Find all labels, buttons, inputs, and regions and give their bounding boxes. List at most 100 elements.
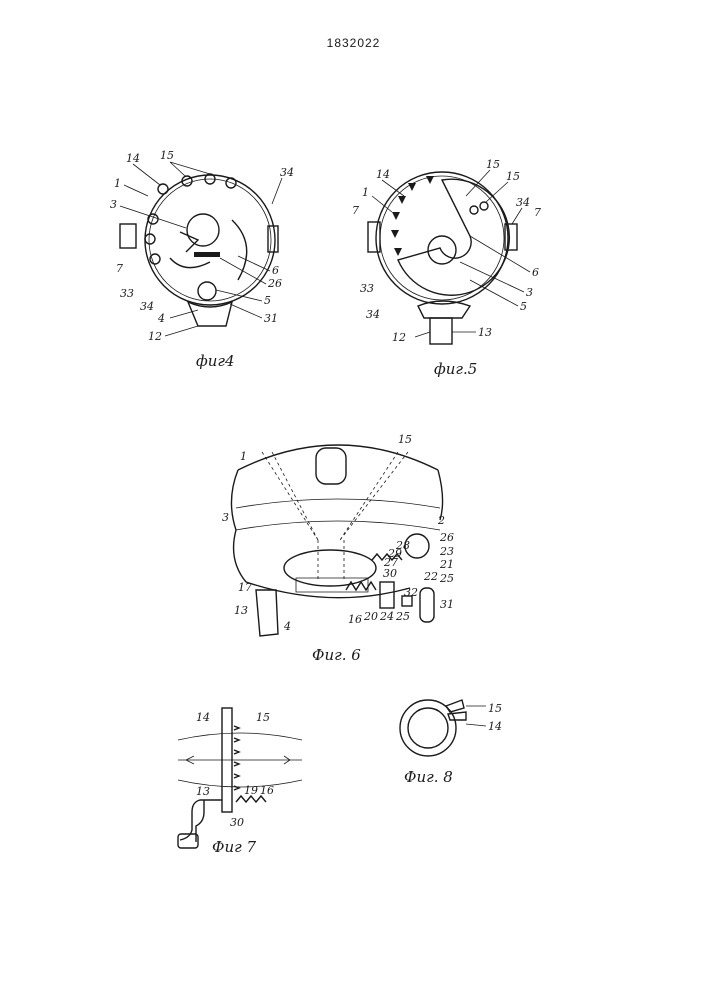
fig6-pipe bbox=[256, 590, 278, 636]
fig4-rotor-blade bbox=[232, 220, 247, 280]
fig4-label: 15 bbox=[160, 149, 174, 162]
fig5-leader bbox=[470, 280, 518, 306]
figure-6: 15 1 3 2 26 23 21 29 28 27 30 22 25 17 1… bbox=[222, 433, 454, 664]
fig7-flow-lines bbox=[178, 733, 302, 787]
fig6-label: 1 bbox=[240, 450, 247, 463]
fig7-nozzles bbox=[234, 726, 239, 790]
fig4-lower-blade bbox=[170, 258, 210, 268]
fig5-pipe bbox=[430, 318, 452, 344]
fig8-caption: Фиг. 8 bbox=[404, 768, 453, 786]
fig6-label: 30 bbox=[383, 567, 397, 580]
fig6-caption: Фиг. 6 bbox=[312, 646, 361, 664]
fig5-nozzle bbox=[470, 206, 478, 214]
fig8-ring-inner bbox=[408, 708, 448, 748]
fig4-leader bbox=[220, 258, 266, 284]
fig6-label: 15 bbox=[398, 433, 412, 446]
fig5-label: 7 bbox=[534, 206, 541, 219]
fig5-label: 14 bbox=[376, 168, 390, 181]
fig7-caption: Фиг 7 bbox=[212, 838, 256, 856]
figure-5: 15 15 14 1 34 7 7 33 34 6 3 5 12 13 фиг.… bbox=[352, 158, 541, 378]
fig6-label: 24 bbox=[379, 610, 394, 623]
fig5-side-clamp-left bbox=[368, 222, 380, 252]
fig4-leader bbox=[165, 326, 198, 336]
fig5-label: 6 bbox=[532, 266, 539, 279]
fig4-leader bbox=[272, 178, 282, 204]
fig4-central-hub bbox=[187, 214, 219, 246]
fig6-label: 22 bbox=[423, 570, 438, 583]
fig6-label: 3 bbox=[222, 511, 229, 524]
fig6-guide bbox=[318, 540, 344, 580]
fig4-leader bbox=[133, 164, 160, 185]
figure-7: 14 15 13 19 16 30 Фиг 7 bbox=[178, 708, 302, 856]
fig5-leader bbox=[460, 262, 524, 292]
fig4-label: 1 bbox=[114, 177, 121, 190]
fig4-label: 34 bbox=[280, 166, 294, 179]
fig5-caption: фиг.5 bbox=[434, 360, 477, 378]
fig6-label: 17 bbox=[238, 581, 252, 594]
fig5-label: 34 bbox=[516, 196, 530, 209]
fig5-label: 5 bbox=[520, 300, 527, 313]
figure-4: 15 14 34 1 3 7 33 34 6 26 5 31 4 12 фиг4 bbox=[110, 149, 294, 370]
fig8-nozzle-pair bbox=[446, 700, 466, 720]
fig6-lever bbox=[380, 582, 394, 608]
fig4-lever-roller bbox=[198, 282, 216, 300]
fig7-label: 19 bbox=[244, 784, 258, 797]
fig5-leader bbox=[466, 170, 490, 196]
fig5-leader bbox=[512, 208, 522, 224]
fig5-label: 33 bbox=[360, 282, 374, 295]
fig4-label: 12 bbox=[148, 330, 162, 343]
fig6-label: 23 bbox=[439, 545, 454, 558]
fig6-label: 13 bbox=[234, 604, 248, 617]
fig4-label: 31 bbox=[264, 312, 278, 325]
fig5-leader bbox=[415, 332, 430, 337]
fig4-label: 4 bbox=[157, 312, 165, 325]
fig6-label: 26 bbox=[439, 531, 454, 544]
fig4-outer-housing bbox=[145, 175, 275, 305]
fig6-label: 16 bbox=[348, 613, 362, 626]
fig6-label: 4 bbox=[283, 620, 291, 633]
fig8-leader bbox=[466, 706, 486, 726]
fig5-label: 13 bbox=[478, 326, 492, 339]
fig4-nozzle bbox=[150, 254, 160, 264]
fig8-label: 14 bbox=[488, 720, 502, 733]
fig4-label: 14 bbox=[126, 152, 140, 165]
fig4-leader bbox=[230, 304, 262, 318]
fig6-valve-slide bbox=[296, 578, 368, 592]
fig5-nozzle-teeth bbox=[391, 176, 434, 256]
fig5-leader bbox=[470, 236, 530, 272]
fig5-inner-housing bbox=[380, 176, 504, 300]
fig6-band-upper bbox=[236, 499, 440, 508]
fig6-label: 32 bbox=[404, 586, 418, 599]
fig4-pointer bbox=[180, 232, 198, 252]
fig4-side-clamp-right bbox=[268, 226, 278, 252]
fig4-leader bbox=[124, 185, 148, 196]
fig4-label: 33 bbox=[120, 287, 134, 300]
figure-8: 15 14 Фиг. 8 bbox=[400, 700, 502, 786]
fig4-label: 5 bbox=[264, 294, 271, 307]
fig4-caption: фиг4 bbox=[196, 352, 235, 370]
fig6-spring bbox=[346, 582, 376, 590]
fig6-band-lower bbox=[236, 521, 440, 530]
fig6-spray-lines bbox=[262, 452, 408, 540]
fig4-label: 6 bbox=[272, 264, 279, 277]
fig4-label: 7 bbox=[116, 262, 123, 275]
fig8-label: 15 bbox=[488, 702, 502, 715]
fig4-label: 34 bbox=[140, 300, 154, 313]
fig7-label: 16 bbox=[260, 784, 274, 797]
fig4-side-clamp-left bbox=[120, 224, 136, 248]
fig6-knob bbox=[420, 588, 434, 622]
fig4-label: 26 bbox=[267, 277, 282, 290]
fig6-left-edge bbox=[231, 470, 246, 582]
fig5-label: 15 bbox=[506, 170, 520, 183]
fig6-label: 2 bbox=[437, 514, 445, 527]
fig7-label: 30 bbox=[230, 816, 244, 829]
fig4-label: 3 bbox=[110, 198, 117, 211]
fig5-label: 34 bbox=[366, 308, 380, 321]
fig6-nozzle-head bbox=[316, 448, 346, 484]
fig4-nozzle bbox=[145, 234, 155, 244]
fig6-label: 25 bbox=[439, 572, 454, 585]
fig6-label: 25 bbox=[395, 610, 410, 623]
fig4-leader bbox=[170, 162, 210, 176]
fig7-label: 15 bbox=[256, 711, 270, 724]
